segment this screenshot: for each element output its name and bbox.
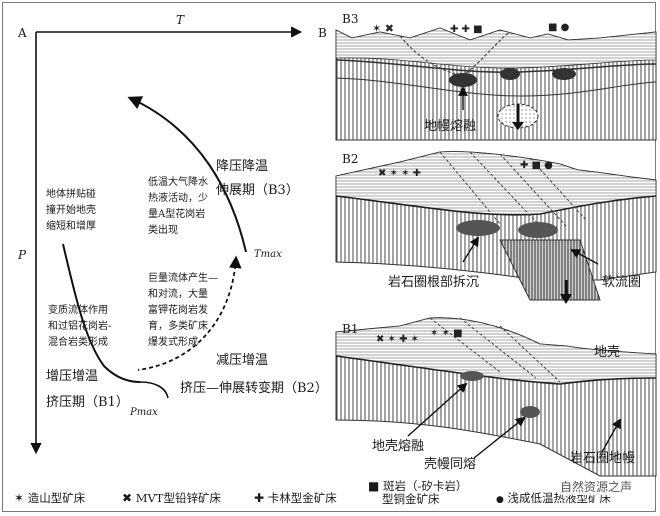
- b2-section-tag: B2: [342, 152, 359, 166]
- section-b3: ✶ ✖ ✚ ✚ ■ ■ ●: [335, 22, 657, 141]
- left-note2-line1: 变质流体作用: [48, 305, 108, 316]
- left-note1-line1: 地体拼贴碰: [46, 189, 96, 200]
- tmax-label: Tmax: [254, 249, 282, 260]
- b1-crust-melt-label: 地壳熔融: [372, 439, 425, 454]
- svg-text:✶ ✶ ■: ✶ ✶ ■: [430, 328, 463, 339]
- b3-section-tag: B3: [342, 12, 359, 26]
- left-note1-line3: 缩短和增厚: [46, 221, 96, 232]
- legend-item-porphyry: ■ 斑岩（-矽卡岩） 型铜金矿床: [368, 480, 467, 506]
- pt-axes: [30, 26, 303, 455]
- path-pmax-link: [139, 381, 169, 399]
- b2-caption-left: 岩石圈根部拆沉: [388, 275, 480, 290]
- legend-item-carlin: ✚ 卡林型金矿床: [254, 490, 337, 506]
- path-b2-dashed: [137, 255, 242, 371]
- watermark: 自然资源之声: [558, 478, 635, 495]
- small-cross-icon: ✚: [254, 491, 265, 505]
- legend-item-orogenic: ✶ 造山型矿床: [14, 490, 85, 506]
- b1-crust-mantle-label: 壳幔同熔: [424, 457, 477, 472]
- b2-note-5: 爆发式形成: [148, 337, 198, 348]
- legend-label: 造山型矿床: [27, 491, 86, 505]
- svg-text:✖ ✶ ✶ ✚: ✖ ✶ ✶ ✚: [378, 168, 421, 179]
- path-b1-curve: [62, 243, 141, 383]
- legend-label-line1: 斑岩（-矽卡岩）: [383, 479, 468, 493]
- b2-note-1: 巨量流体产生—: [148, 273, 218, 284]
- legend-label-line2: 型铜金矿床: [382, 492, 440, 506]
- dot-icon: ●: [496, 495, 504, 505]
- b1-stage-subtitle: 挤压期（B1）: [46, 395, 129, 410]
- b2-note-4: 育，多类矿床: [148, 321, 208, 332]
- asterisk-icon: ✶: [14, 491, 25, 505]
- b1-lith-mantle-label: 岩石圈地幔: [570, 451, 636, 466]
- b2-caption-right: 软流圈: [602, 275, 642, 290]
- b3-caption: 地幔熔融: [424, 119, 477, 134]
- pmax-label: Pmax: [130, 407, 158, 418]
- corner-b-label: B: [318, 26, 327, 40]
- legend-item-mvt: ✖ MVT型铅锌矿床: [122, 490, 221, 506]
- b3-note-2: 热液活动，少: [148, 193, 208, 204]
- section-b2: ✖ ✶ ✶ ✚ ✚ ■ ●: [335, 151, 657, 304]
- p-axis-label: P: [18, 248, 27, 262]
- section-b1: ✖ ✶ ✚ ✶ ✶ ✶ ■: [335, 317, 657, 477]
- svg-text:✚ ✚ ■: ✚ ✚ ■: [450, 24, 483, 35]
- svg-text:✖ ✶ ✚ ✶: ✖ ✶ ✚ ✶: [376, 334, 419, 345]
- b3-stage-title: 降压降温: [216, 159, 269, 174]
- square-icon: ■: [368, 479, 380, 493]
- legend: ✶ 造山型矿床 ✖ MVT型铅锌矿床 ✚ 卡林型金矿床 ■ 斑岩（-矽卡岩） 型…: [6, 480, 654, 510]
- b2-stage-title: 减压增温: [216, 353, 269, 368]
- legend-label: 卡林型金矿床: [267, 491, 337, 505]
- corner-a-label: A: [18, 26, 27, 40]
- path-b3-curve: [127, 96, 247, 253]
- svg-text:■ ●: ■ ●: [548, 22, 570, 33]
- b3-note-3: 量A型花岗岩: [148, 209, 206, 220]
- svg-text:✶ ✖: ✶ ✖: [372, 22, 394, 35]
- b3-stage-subtitle: 伸展期（B3）: [216, 183, 299, 198]
- b3-note-4: 类出现: [148, 225, 178, 236]
- left-note2-line2: 和过铝花岗岩-: [48, 321, 112, 332]
- b2-note-3: 富钾花岗岩发: [148, 305, 208, 316]
- b2-stage-subtitle: 挤压—伸展转变期（B2）: [180, 381, 328, 396]
- t-axis-label: T: [176, 13, 185, 27]
- left-note1-line2: 撞开始地壳: [46, 205, 96, 216]
- b1-crust-label: 地壳: [594, 345, 621, 360]
- b1-stage-title: 增压增温: [46, 369, 99, 384]
- left-note2-line3: 混合岩类形成: [48, 337, 108, 348]
- legend-label: MVT型铅锌矿床: [135, 491, 221, 505]
- b2-note-2: 和对流，大量: [148, 289, 208, 300]
- svg-text:✚ ■ ●: ✚ ■ ●: [520, 160, 553, 171]
- b1-section-tag: B1: [342, 322, 359, 336]
- cross-star-icon: ✖: [122, 491, 133, 505]
- b3-note-1: 低温大气降水: [148, 177, 208, 188]
